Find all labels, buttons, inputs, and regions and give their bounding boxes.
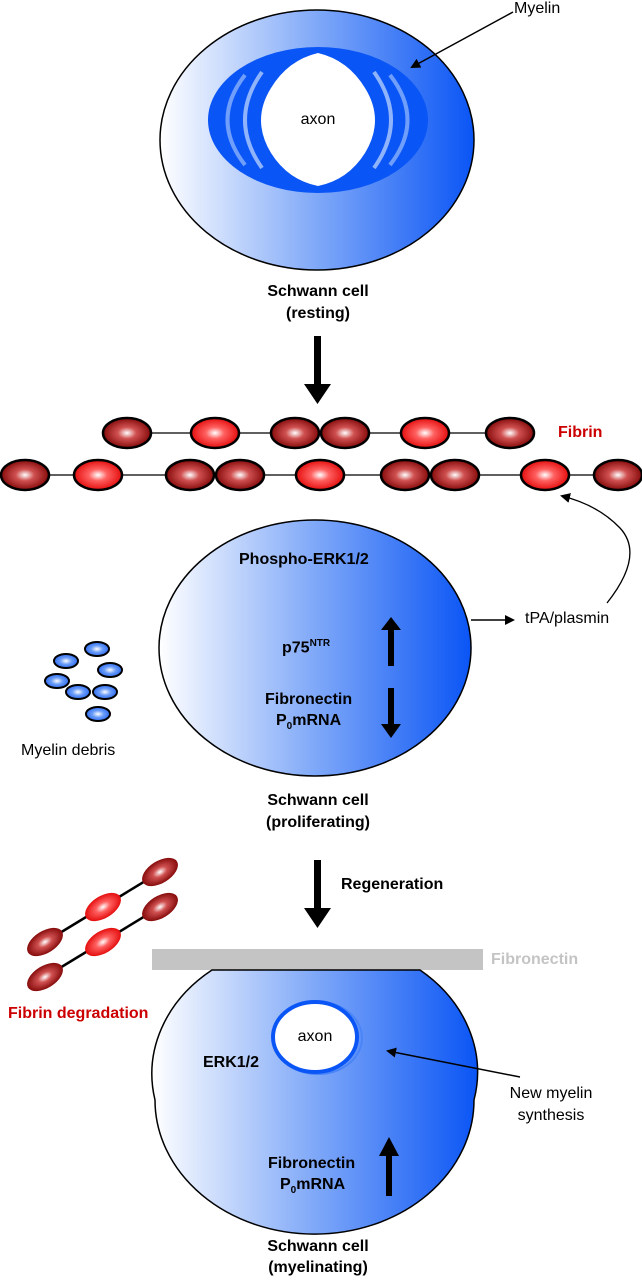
myelin-debris-particle xyxy=(65,684,91,700)
resting-caption-line2: (resting) xyxy=(286,305,350,322)
p0mrna-up-label: P0mRNA xyxy=(280,1176,345,1196)
fibrin-monomer xyxy=(72,458,124,492)
up-arrow-icon xyxy=(381,617,401,666)
fibrin-monomer xyxy=(214,458,266,492)
myelin-debris-particle xyxy=(92,684,118,700)
fibrin-monomer xyxy=(101,416,153,450)
fibrin-monomer xyxy=(429,458,481,492)
fibrin-monomer xyxy=(319,416,371,450)
fibrin-monomer xyxy=(189,416,241,450)
fibrin-monomer xyxy=(164,458,216,492)
p0-subscript: 0 xyxy=(286,721,293,733)
erk-label: ERK1/2 xyxy=(203,1054,260,1071)
fibrin-monomer xyxy=(294,458,346,492)
p0-prefix: P xyxy=(280,1176,291,1193)
fibronectin-bar xyxy=(152,949,483,970)
degraded-fibrin-monomer xyxy=(85,927,121,957)
myelin-debris-particle xyxy=(97,662,123,678)
fibrin-monomer xyxy=(399,416,451,450)
tpa-plasmin-label: tPA/plasmin xyxy=(525,610,610,627)
fibrin-monomer xyxy=(484,416,536,450)
degraded-fibrin-monomer xyxy=(27,962,63,992)
new-myelin-pointer-arrow xyxy=(386,1047,521,1078)
myelin-pointer-arrow xyxy=(410,11,514,68)
new-myelin-label-line1: New myelin xyxy=(509,1085,593,1102)
myelinating-schwann-cell xyxy=(151,969,521,1235)
degraded-fibrin-monomer xyxy=(27,927,63,957)
fibrin-monomer xyxy=(0,458,51,492)
fibrin-monomer xyxy=(592,458,642,492)
mrna-suffix: mRNA xyxy=(292,712,342,729)
p75-superscript: NTR xyxy=(309,638,331,649)
mrna-suffix: mRNA xyxy=(296,1176,346,1193)
fibronectin-up-label: Fibronectin xyxy=(268,1155,356,1172)
axon-label-resting: axon xyxy=(300,111,336,128)
resting-caption-line1: Schwann cell xyxy=(267,283,369,300)
degraded-fibrin-monomer xyxy=(142,857,178,887)
degraded-fibrin-fragments xyxy=(27,857,178,992)
fibronectin-down-label: Fibronectin xyxy=(265,691,353,708)
transition-arrow-1 xyxy=(304,336,331,404)
fibronectin-bar-label: Fibronectin xyxy=(491,951,579,968)
p75-base: p75 xyxy=(282,639,310,657)
new-myelin-label-line2: synthesis xyxy=(517,1107,585,1124)
myelin-label: Myelin xyxy=(514,0,561,17)
degraded-fibrin-monomer xyxy=(85,892,121,922)
axon xyxy=(271,1000,359,1074)
up-arrow-icon xyxy=(379,1137,399,1196)
myelinating-caption-line1: Schwann cell xyxy=(267,1238,369,1255)
resting-schwann-cell xyxy=(159,9,514,271)
fibrin-strands xyxy=(0,416,642,492)
axon-label-myelinating: axon xyxy=(297,1028,333,1045)
transition-arrow-2 xyxy=(304,860,331,928)
fibrin-monomer xyxy=(519,458,571,492)
fibrin-monomer xyxy=(379,458,431,492)
proliferating-caption-line1: Schwann cell xyxy=(267,792,369,809)
myelin-debris-particle xyxy=(44,673,70,689)
fibrin-label: Fibrin xyxy=(558,424,603,441)
p75ntr-label: p75NTR xyxy=(282,638,330,657)
myelin-debris-label: Myelin debris xyxy=(21,742,116,759)
axon xyxy=(261,53,375,186)
degraded-fibrin-monomer xyxy=(142,892,178,922)
p0mrna-down-label: P0mRNA xyxy=(276,712,341,732)
p0-prefix: P xyxy=(276,712,287,729)
fibrin-monomer xyxy=(269,416,321,450)
proliferating-caption-line2: (proliferating) xyxy=(266,814,370,831)
proliferating-schwann-cell xyxy=(158,493,631,777)
p0-subscript: 0 xyxy=(290,1185,297,1197)
fibrin-degradation-label: Fibrin degradation xyxy=(8,1005,149,1022)
myelin-debris-particle xyxy=(84,641,110,657)
down-arrow-icon xyxy=(381,688,401,738)
tpa-fibrin-feedback-arrow xyxy=(560,493,631,604)
phospho-erk-label: Phospho-ERK1/2 xyxy=(239,551,369,568)
myelin-debris xyxy=(44,641,123,722)
myelin-debris-particle xyxy=(85,706,111,722)
regeneration-label: Regeneration xyxy=(341,876,444,893)
myelin-debris-particle xyxy=(53,653,79,669)
myelinating-caption-line2: (myelinating) xyxy=(268,1259,368,1276)
